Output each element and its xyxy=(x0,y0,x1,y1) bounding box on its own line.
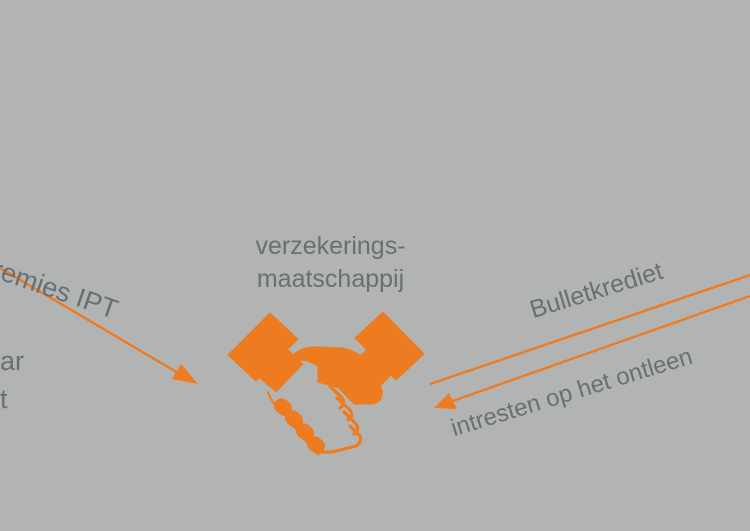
bullet-arrow-line xyxy=(429,273,750,386)
left-forearm xyxy=(259,348,304,393)
left-cuff xyxy=(227,312,299,382)
premies-arrow xyxy=(0,266,198,384)
interest-arrow-head xyxy=(434,393,457,409)
left-fragment-2: t xyxy=(0,384,8,414)
left-hand-fingers xyxy=(267,391,326,456)
interest-arrow-line xyxy=(446,294,750,405)
insurer-label-line-2: maatschappij xyxy=(256,265,405,293)
bullet-arrow xyxy=(429,273,750,386)
right-hand xyxy=(289,346,383,405)
handshake-icon xyxy=(227,311,425,456)
interest-arrow xyxy=(434,294,750,409)
insurer-label: verzekerings- maatschappij xyxy=(228,230,433,296)
insurer-label-line-1: verzekerings- xyxy=(255,232,406,260)
left-fragment-1: ar xyxy=(0,346,25,376)
premies-arrow-line xyxy=(0,266,191,382)
premies-arrow-head xyxy=(172,364,198,384)
right-hand-fingers xyxy=(316,384,363,454)
